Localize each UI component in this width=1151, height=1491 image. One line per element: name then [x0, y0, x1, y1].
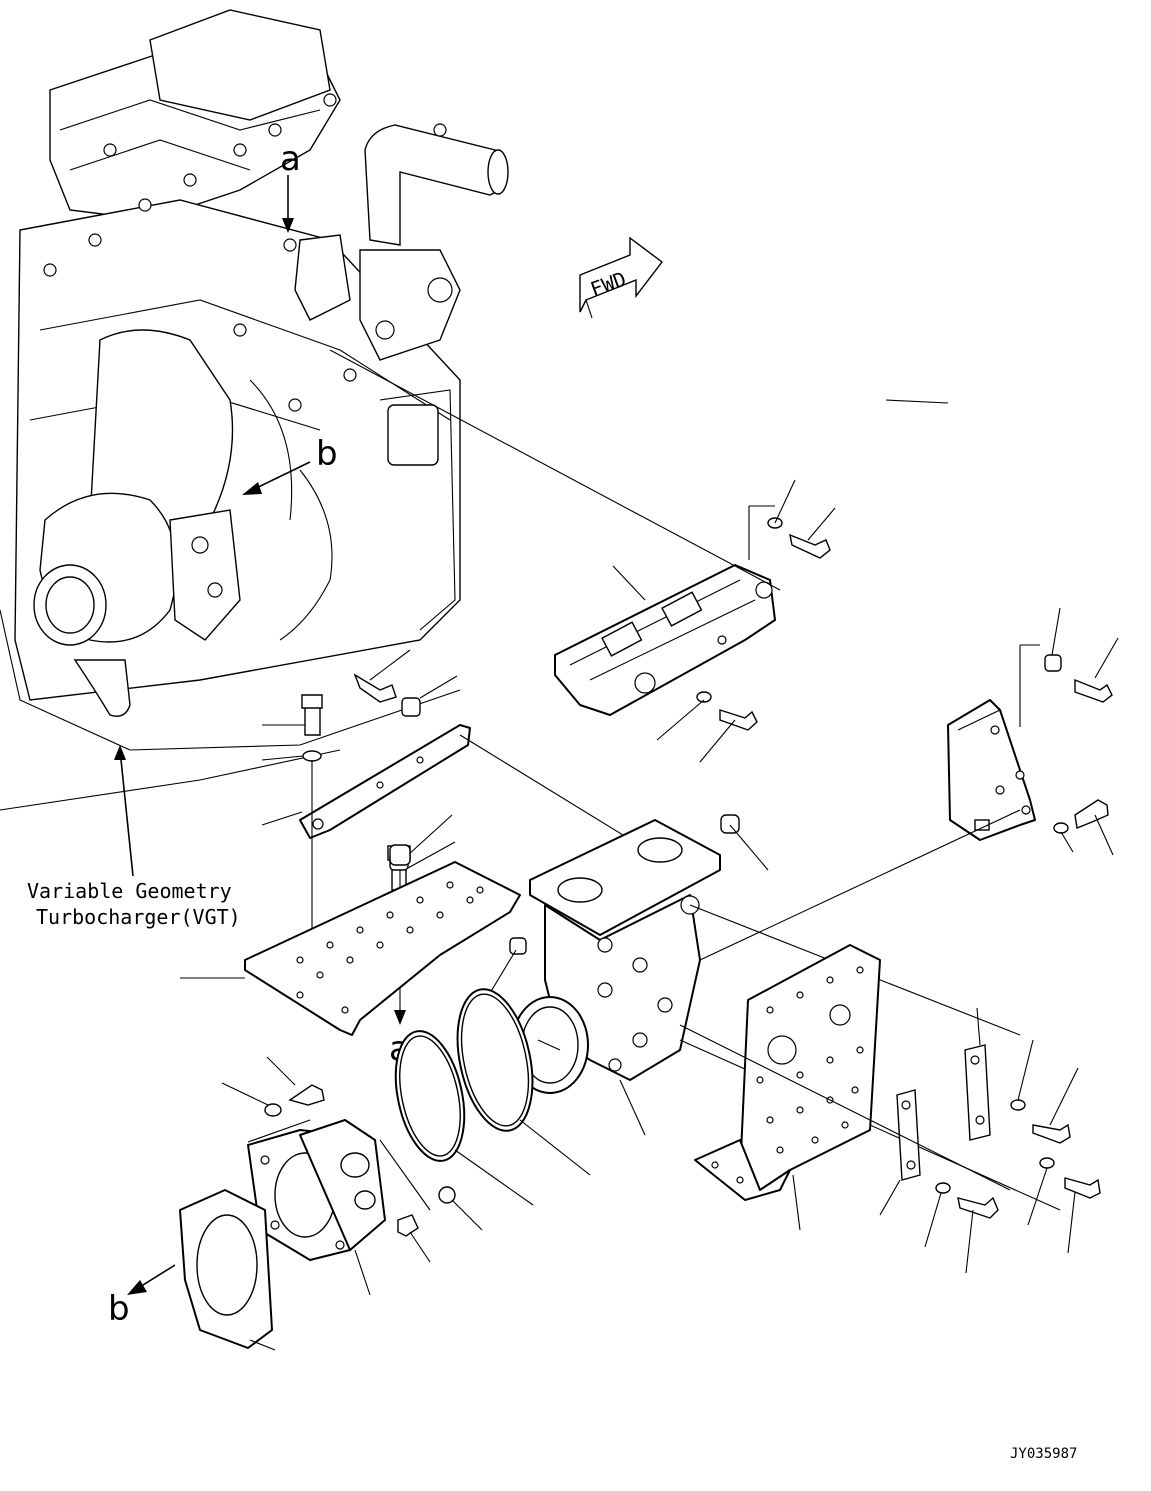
gasket — [179, 1189, 273, 1349]
support-bar — [299, 724, 471, 839]
vgt-label-line1: Variable Geometry — [27, 879, 232, 903]
vgt-label-line2: Turbocharger(VGT) — [36, 905, 241, 929]
base-plate — [244, 861, 521, 1036]
ref-b-top: b — [316, 434, 338, 474]
ref-b-bottom: b — [108, 1289, 130, 1329]
turbo-adapter-flange — [247, 1119, 386, 1261]
engine-assembly — [0, 9, 509, 811]
upper-support-bracket — [554, 564, 776, 716]
ref-a-top: a — [280, 139, 301, 179]
mounting-plate-bracket — [694, 944, 881, 1201]
intake-connector-body — [511, 819, 721, 1094]
strap-left — [896, 1089, 921, 1181]
drawing-id: JY035987 — [1010, 1446, 1077, 1462]
right-angle-bracket — [947, 699, 1036, 841]
strap-right — [964, 1044, 991, 1141]
forward-direction-arrow: FWD — [579, 236, 663, 319]
